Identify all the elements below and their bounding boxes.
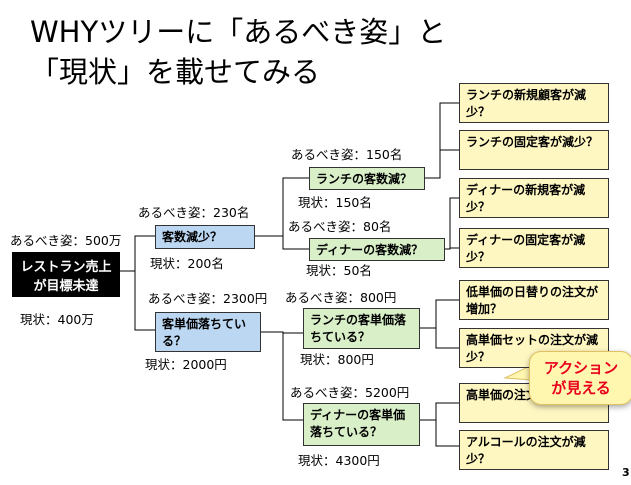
lunch-price-ideal: あるべき姿：800円 [285, 290, 397, 305]
leaf-label: ランチの固定客が減少？ [466, 135, 599, 149]
node-dinner-price-down: ディナーの客単価落ちている？ [303, 403, 420, 446]
unit-price-current: 現状：2000円 [145, 357, 227, 372]
leaf-label: アルコールの注文が減少？ [466, 435, 586, 466]
connector-root [120, 235, 155, 331]
action-callout: アクション が見える [529, 351, 631, 405]
dinner-customers-ideal: あるべき姿：80名 [288, 219, 392, 234]
lunch-price-current: 現状：800円 [300, 352, 374, 367]
lunch-customers-label: ランチの客数減？ [316, 172, 413, 186]
leaf-alcohol-orders-down: アルコールの注文が減少？ [459, 430, 609, 470]
callout-line-2: が見える [551, 379, 611, 397]
connector-dinner-customers [445, 197, 459, 250]
callout-line-1: アクション [543, 359, 619, 377]
lunch-price-label: ランチの客単価落ちている？ [310, 313, 407, 344]
node-unit-price-down: 客単価落ちている？ [155, 312, 261, 352]
page-number: 3 [622, 466, 630, 479]
unit-price-down-label: 客単価落ちている？ [162, 317, 247, 348]
connector-customers [255, 177, 309, 250]
leaf-label: ディナーの新規客が減少？ [466, 183, 586, 214]
connector-lunch-customers [425, 102, 459, 179]
leaf-cheap-daily-orders-up: 低単価の日替りの注文が増加？ [459, 280, 609, 320]
node-lunch-customers-down: ランチの客数減？ [309, 167, 425, 190]
customers-current: 現状：200名 [150, 256, 224, 271]
root-ideal: あるべき姿：500万 [10, 233, 122, 248]
connector-dinner-price [420, 402, 459, 447]
node-lunch-price-down: ランチの客単価落ちている？ [303, 308, 420, 349]
leaf-lunch-regular-customers: ランチの固定客が減少？ [459, 130, 609, 170]
lunch-customers-current: 現状：150名 [298, 195, 372, 210]
customers-down-label: 客数減少？ [162, 230, 223, 244]
connector-unit-price [261, 331, 303, 421]
dinner-customers-current: 現状：50名 [306, 263, 372, 278]
title-line-1: WHYツリーに「あるべき姿」と [30, 15, 447, 49]
dinner-price-label: ディナーの客単価落ちている？ [310, 408, 406, 439]
root-current: 現状：400万 [20, 312, 94, 327]
unit-price-ideal: あるべき姿：2300円 [148, 291, 268, 306]
leaf-label: 高単価セットの注文が減少？ [466, 333, 599, 364]
customers-ideal: あるべき姿：230名 [138, 205, 250, 220]
node-customers-down: 客数減少？ [155, 225, 255, 249]
lunch-customers-ideal: あるべき姿：150名 [291, 147, 403, 162]
node-dinner-customers-down: ディナーの客数減？ [309, 238, 445, 261]
dinner-price-ideal: あるべき姿：5200円 [290, 385, 410, 400]
dinner-price-current: 現状：4300円 [298, 453, 380, 468]
leaf-dinner-regular-customers: ディナーの固定客が減少？ [459, 228, 609, 268]
leaf-label: ランチの新規顧客が減少？ [466, 88, 587, 119]
title-line-2: 「現状」を載せてみる [30, 55, 321, 89]
leaf-lunch-new-customers: ランチの新規顧客が減少？ [459, 83, 609, 123]
leaf-label: ディナーの固定客が減少？ [466, 233, 586, 264]
root-node: レストラン売上が目標未達 [12, 252, 120, 297]
dinner-customers-label: ディナーの客数減？ [316, 243, 424, 257]
leaf-label: 低単価の日替りの注文が増加？ [466, 285, 599, 316]
connector-lunch-price [420, 299, 459, 349]
leaf-dinner-new-customers: ディナーの新規客が減少？ [459, 178, 609, 218]
root-label: レストラン売上が目標未達 [20, 260, 112, 294]
